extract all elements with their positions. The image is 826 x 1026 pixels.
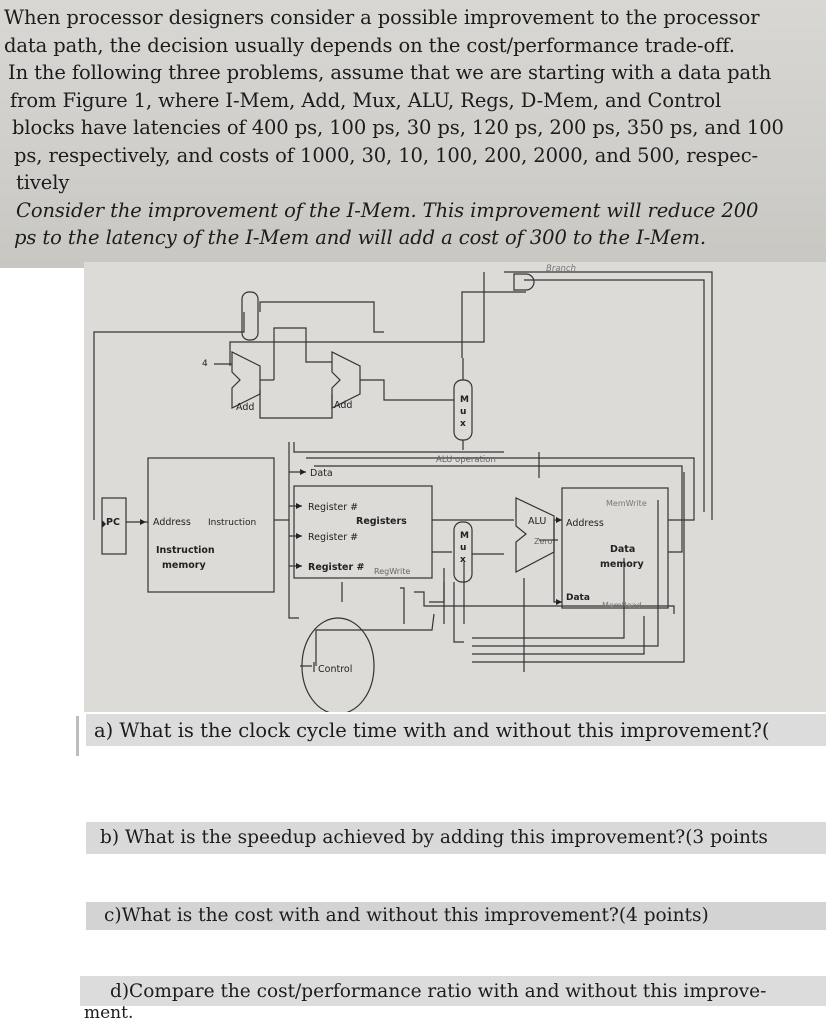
mux-top-m: M bbox=[460, 395, 469, 405]
regwrite-label: RegWrite bbox=[374, 567, 410, 576]
intro-line-1: When processor designers consider a poss… bbox=[4, 6, 760, 29]
reg-data-label: Data bbox=[310, 468, 333, 479]
reg-read-2-label: Register # bbox=[308, 532, 358, 543]
branch-label: Branch bbox=[546, 264, 576, 274]
mux-bottom-x: x bbox=[460, 555, 466, 565]
question-b: b) What is the speedup achieved by addin… bbox=[86, 822, 826, 854]
intro-line-4: from Figure 1, where I-Mem, Add, Mux, AL… bbox=[10, 88, 722, 112]
alu-label: ALU bbox=[528, 516, 546, 527]
adder-2-label: Add bbox=[334, 400, 352, 411]
imem-address-label: Address bbox=[153, 517, 191, 528]
reg-write-label: Register # bbox=[308, 562, 364, 573]
mux-bottom-m: M bbox=[460, 531, 469, 541]
question-d: d)Compare the cost/performance ratio wit… bbox=[80, 976, 826, 1006]
memwrite-label: MemWrite bbox=[606, 499, 647, 508]
dmem-address-label: Address bbox=[566, 518, 604, 529]
intro-line-8: Consider the improvement of the I-Mem. T… bbox=[16, 198, 759, 222]
imem-title-2: memory bbox=[162, 560, 206, 571]
imem-instruction-label: Instruction bbox=[208, 518, 256, 528]
intro-line-3: In the following three problems, assume … bbox=[8, 61, 772, 84]
pc-plus-four-label: 4 bbox=[202, 359, 208, 369]
intro-line-9: ps to the latency of the I-Mem and will … bbox=[14, 226, 706, 249]
imem-title-1: Instruction bbox=[156, 545, 215, 556]
mux-top-u: u bbox=[460, 407, 466, 417]
dmem-title-1: Data bbox=[610, 544, 635, 555]
adder-1-label: Add bbox=[236, 402, 254, 413]
dmem-title-2: memory bbox=[600, 559, 644, 570]
mux-top-x: x bbox=[460, 419, 466, 429]
alu-operation-label: ALU operation bbox=[436, 455, 496, 465]
pc-label: PC bbox=[106, 517, 120, 528]
problem-statement: When processor designers consider a poss… bbox=[4, 4, 822, 252]
control-label: Control bbox=[318, 664, 352, 675]
datapath-figure: Branch 4 Add Add M u x M u x ALU operati… bbox=[84, 262, 826, 712]
dmem-data-label: Data bbox=[566, 593, 590, 603]
photo-background bbox=[0, 0, 826, 268]
intro-line-6: ps, respectively, and costs of 1000, 30,… bbox=[14, 143, 759, 167]
datapath-diagram: Branch 4 Add Add M u x M u x ALU operati… bbox=[93, 264, 713, 712]
intro-line-7: tively bbox=[16, 171, 70, 194]
mux-bottom-u: u bbox=[460, 543, 466, 553]
intro-line-2: data path, the decision usually depends … bbox=[4, 33, 735, 57]
question-d-continued: ment. bbox=[84, 1003, 134, 1023]
intro-line-5: blocks have latencies of 400 ps, 100 ps,… bbox=[12, 116, 784, 139]
memread-label: MemRead bbox=[602, 601, 642, 610]
registers-label: Registers bbox=[356, 516, 407, 527]
zero-label: Zero bbox=[534, 537, 553, 546]
reg-read-1-label: Register # bbox=[308, 502, 358, 513]
margin-bar bbox=[76, 716, 79, 756]
question-a: a) What is the clock cycle time with and… bbox=[86, 714, 826, 746]
question-c: c)What is the cost with and without this… bbox=[86, 902, 826, 930]
